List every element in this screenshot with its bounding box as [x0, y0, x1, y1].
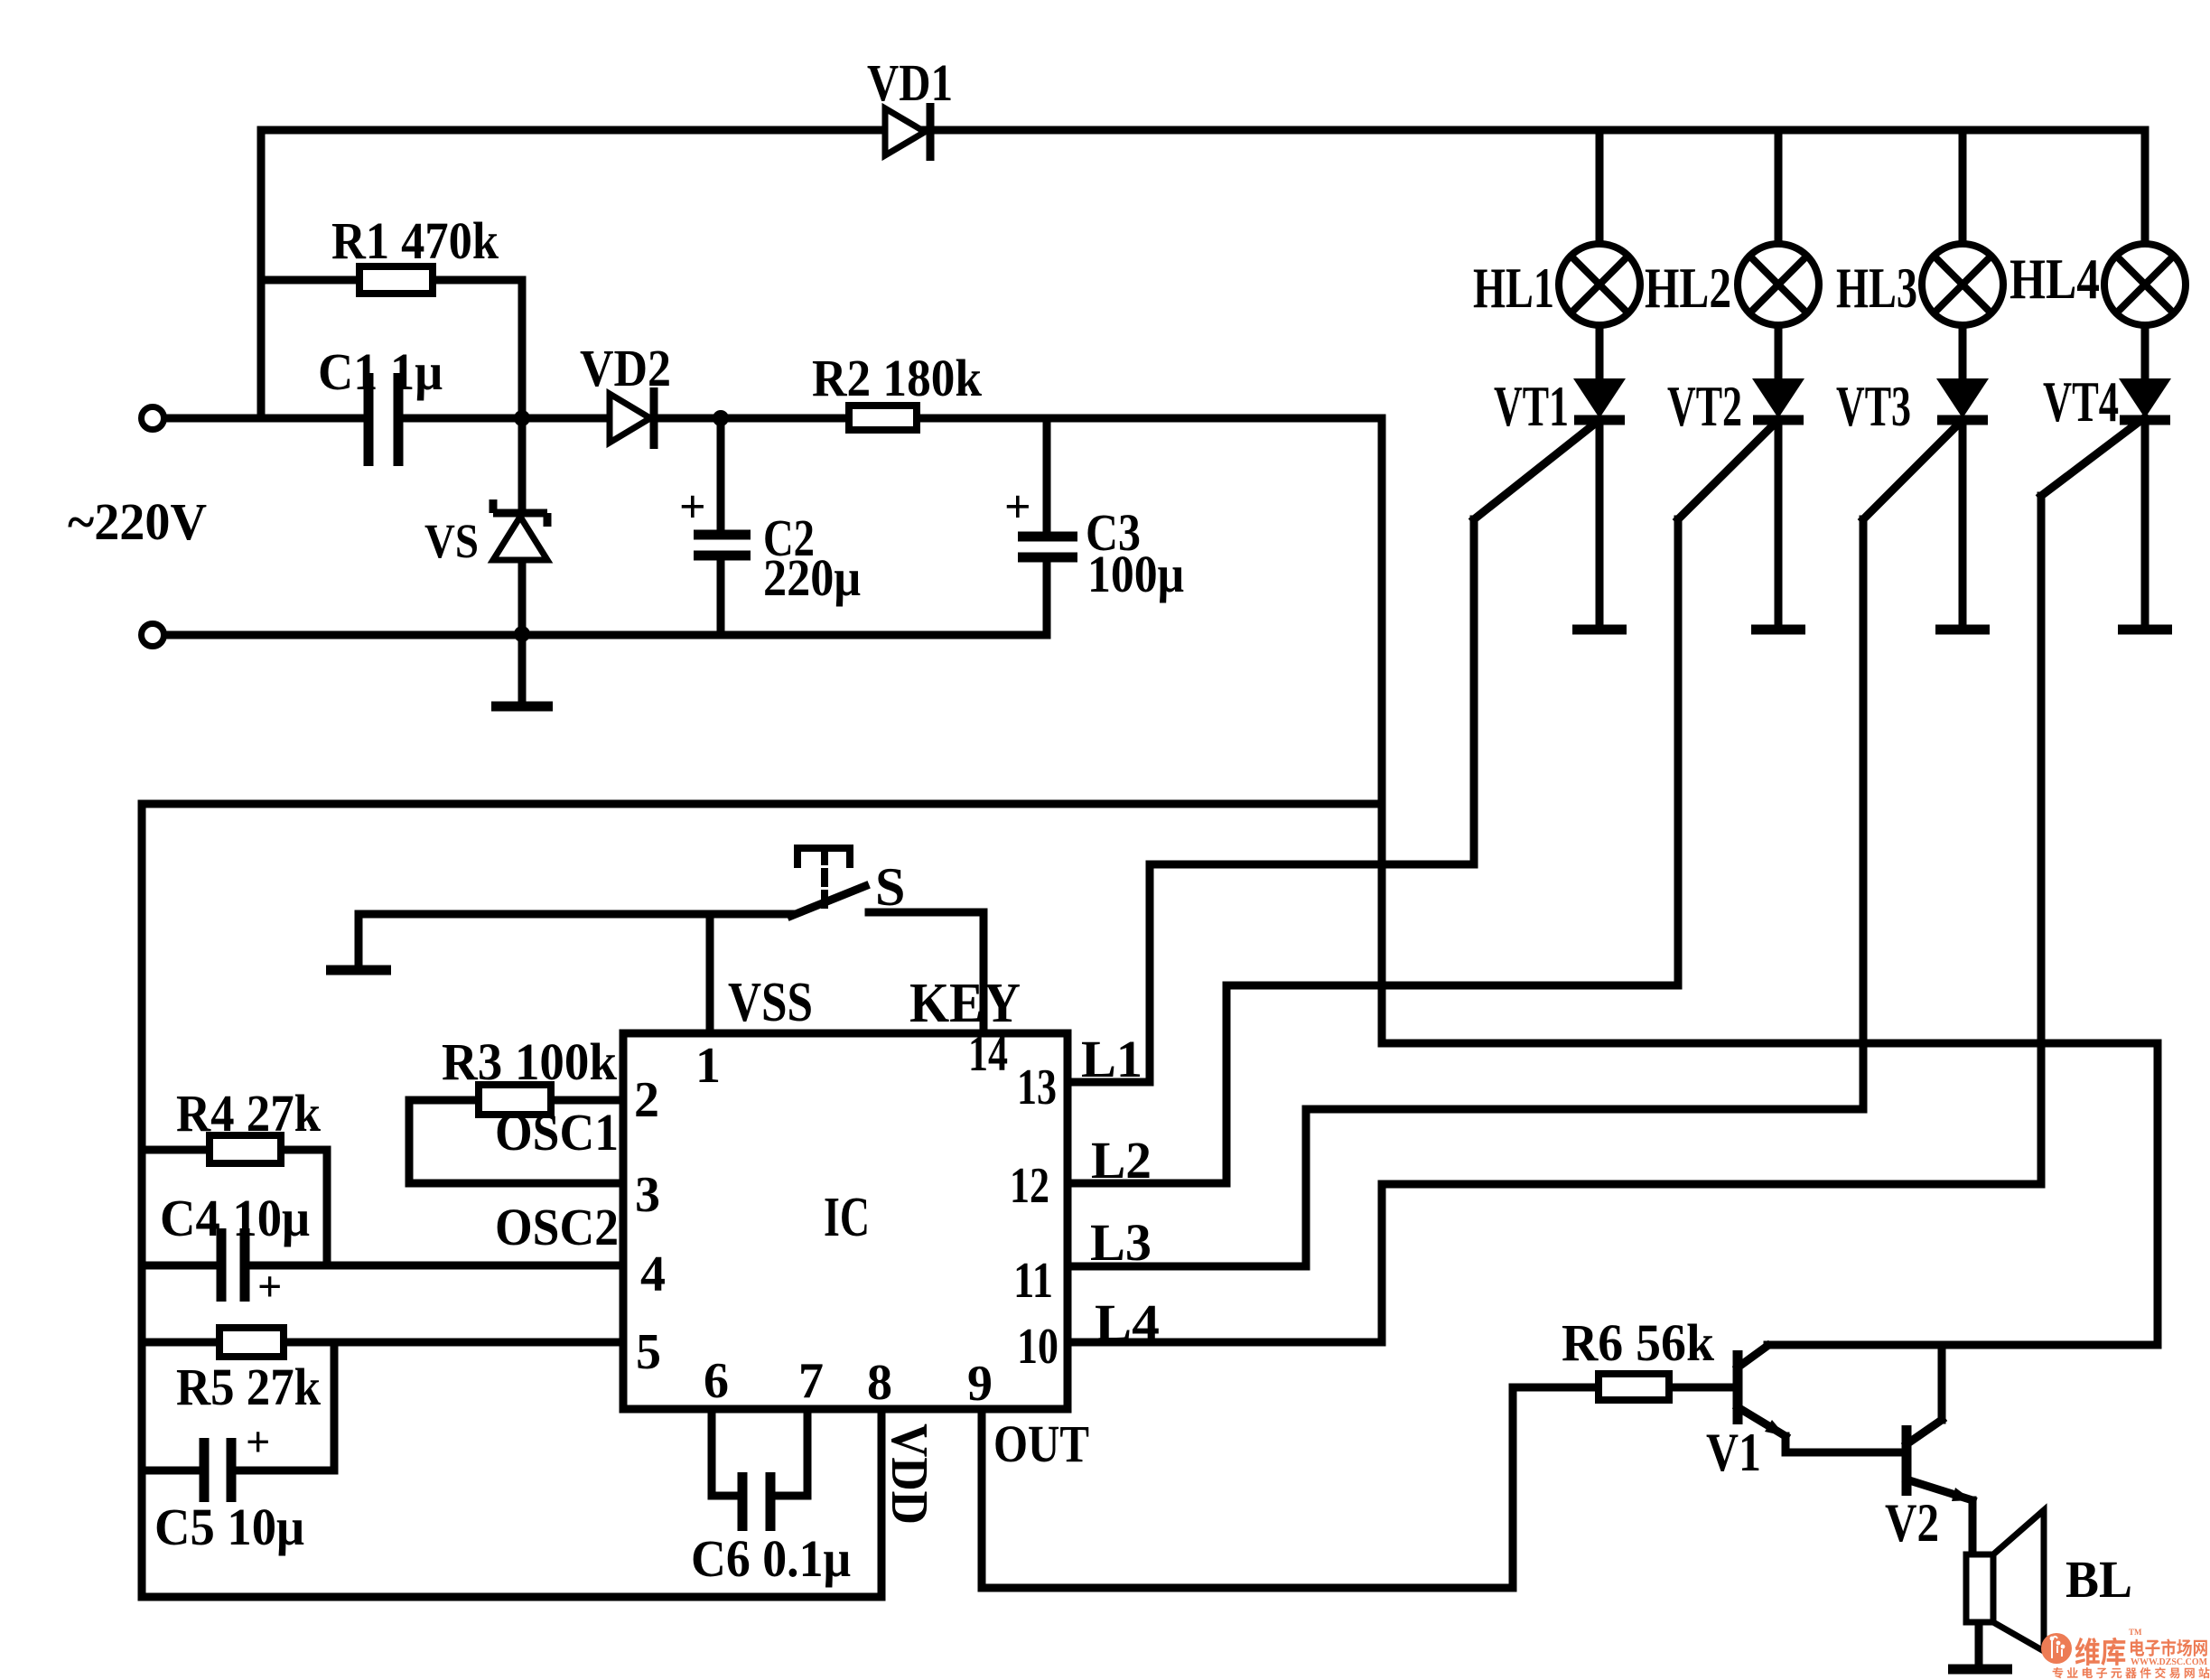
svg-text:TM: TM	[2129, 1628, 2142, 1637]
svg-text:C4 10μ: C4 10μ	[160, 1189, 310, 1247]
svg-text:KEY: KEY	[909, 973, 1021, 1034]
svg-text:VD1: VD1	[867, 53, 953, 112]
svg-text:C6 0.1μ: C6 0.1μ	[691, 1529, 851, 1588]
svg-text:HL2: HL2	[1645, 256, 1731, 320]
svg-text:11: 11	[1013, 1253, 1053, 1309]
svg-text:R5 27k: R5 27k	[176, 1358, 322, 1416]
svg-text:+: +	[679, 481, 706, 533]
svg-text:L1: L1	[1081, 1030, 1142, 1088]
svg-text:HL3: HL3	[1836, 256, 1917, 320]
svg-text:C3: C3	[1086, 503, 1141, 562]
svg-text:7: 7	[798, 1353, 824, 1409]
svg-text:VD2: VD2	[580, 339, 671, 397]
svg-text:6: 6	[704, 1353, 729, 1409]
svg-text:OSC1: OSC1	[495, 1103, 619, 1162]
svg-text:R6 56k: R6 56k	[1562, 1313, 1715, 1372]
svg-text:12: 12	[1010, 1158, 1049, 1214]
svg-text:14: 14	[968, 1026, 1008, 1082]
svg-text:8: 8	[867, 1355, 892, 1411]
svg-text:R2 180k: R2 180k	[812, 349, 983, 407]
svg-text:IC: IC	[824, 1187, 870, 1248]
svg-text:+: +	[246, 1418, 270, 1466]
svg-text:100μ: 100μ	[1087, 545, 1184, 603]
svg-text:4: 4	[640, 1246, 666, 1302]
svg-text:220μ: 220μ	[763, 548, 861, 607]
svg-text:VT4: VT4	[2043, 369, 2119, 434]
svg-text:5: 5	[636, 1324, 661, 1380]
svg-text:HL4: HL4	[2010, 247, 2100, 311]
svg-text:R1 470k: R1 470k	[331, 211, 499, 270]
svg-text:1: 1	[695, 1038, 721, 1094]
svg-text:+: +	[1004, 481, 1031, 533]
svg-text:C2: C2	[763, 509, 815, 567]
svg-text:R4 27k: R4 27k	[176, 1084, 322, 1143]
svg-text:C5 10μ: C5 10μ	[154, 1498, 304, 1556]
svg-text:VS: VS	[424, 514, 479, 568]
svg-text:BL: BL	[2065, 1550, 2132, 1609]
svg-text:OUT: OUT	[993, 1414, 1089, 1473]
svg-text:VT2: VT2	[1667, 374, 1742, 438]
svg-text:L4: L4	[1095, 1293, 1160, 1352]
svg-text:L2: L2	[1091, 1131, 1152, 1190]
svg-text:HL1: HL1	[1473, 256, 1554, 320]
svg-text:S: S	[875, 857, 905, 917]
svg-text:OSC2: OSC2	[495, 1198, 619, 1256]
svg-text:VDD: VDD	[881, 1423, 939, 1525]
svg-text:2: 2	[634, 1072, 659, 1128]
svg-text:V2: V2	[1885, 1493, 1939, 1553]
svg-text:~220V: ~220V	[68, 492, 207, 551]
svg-text:VT1: VT1	[1494, 374, 1569, 438]
svg-text:WWW.DZSC.COM: WWW.DZSC.COM	[2131, 1657, 2208, 1667]
svg-text:V1: V1	[1706, 1423, 1761, 1482]
svg-text:+: +	[257, 1263, 282, 1311]
svg-text:VT3: VT3	[1836, 374, 1911, 438]
svg-text:9: 9	[967, 1356, 993, 1412]
svg-text:R3 100k: R3 100k	[442, 1032, 618, 1091]
svg-text:13: 13	[1017, 1059, 1057, 1115]
svg-text:L3: L3	[1090, 1213, 1152, 1272]
svg-text:C1 1μ: C1 1μ	[318, 342, 443, 401]
svg-text:3: 3	[635, 1167, 660, 1223]
svg-text:10: 10	[1017, 1319, 1058, 1375]
svg-text:VSS: VSS	[728, 972, 813, 1033]
